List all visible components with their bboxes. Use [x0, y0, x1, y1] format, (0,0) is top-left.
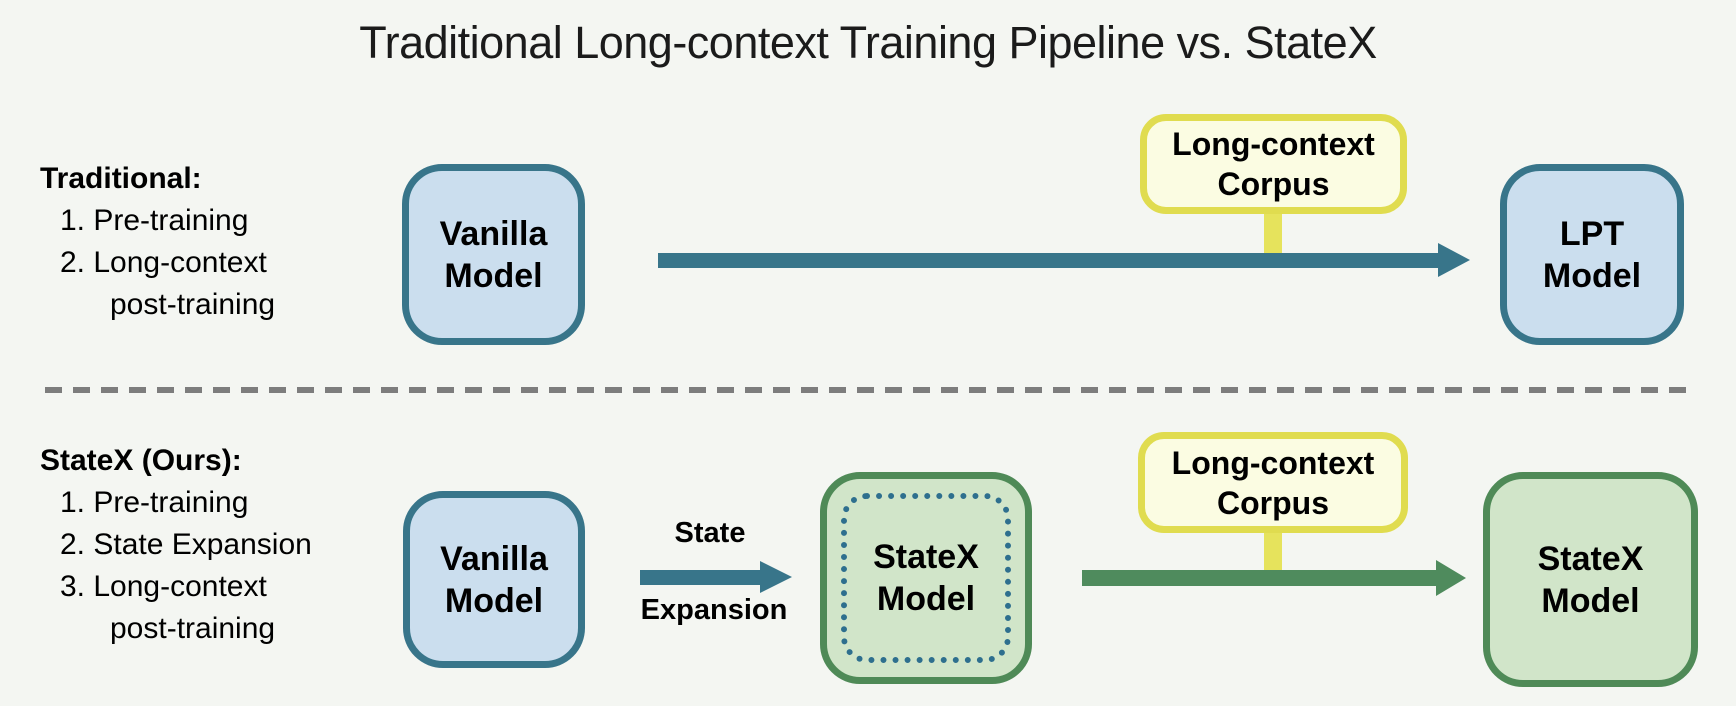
training-arrow-top	[658, 253, 1438, 268]
training-arrow-bottom	[1082, 570, 1436, 586]
statex-step: 2. State Expansion	[60, 528, 312, 561]
long-context-corpus-box-top: Long-context Corpus	[1140, 114, 1407, 214]
traditional-heading: Traditional:	[40, 162, 202, 195]
corpus-label-line: Corpus	[1217, 166, 1330, 202]
state-expansion-arrow-head-icon	[760, 561, 792, 593]
state-expansion-arrow	[640, 570, 760, 585]
traditional-section-label: Traditional: 1. Pre-training 2. Long-con…	[40, 158, 275, 326]
statex-heading: StateX (Ours):	[40, 444, 242, 477]
statex-step: post-training	[110, 612, 276, 645]
long-context-corpus-box-bottom: Long-context Corpus	[1138, 432, 1408, 533]
box-label-line: Model	[876, 580, 976, 618]
box-label-line: Vanilla	[439, 214, 548, 253]
statex-model-box-mid: StateX Model	[820, 472, 1032, 684]
box-label-line: Model	[444, 581, 544, 620]
training-arrow-bottom-head-icon	[1436, 560, 1466, 596]
box-label-line: Model	[1541, 581, 1640, 620]
statex-step: 3. Long-context	[60, 570, 267, 603]
box-label-line: StateX	[873, 538, 979, 576]
state-expansion-label-top: State	[674, 517, 746, 549]
traditional-step: 1. Pre-training	[60, 204, 249, 237]
section-divider	[45, 387, 1697, 393]
corpus-label-line: Long-context	[1172, 126, 1375, 162]
statex-step: 1. Pre-training	[60, 486, 249, 519]
state-expansion-label-bottom: Expansion	[640, 594, 788, 626]
training-arrow-top-head-icon	[1438, 243, 1470, 277]
corpus-connector-top	[1264, 210, 1282, 260]
lpt-model-box: LPT Model	[1500, 164, 1684, 345]
box-label-line: StateX	[1537, 539, 1644, 578]
diagram-title: Traditional Long-context Training Pipeli…	[359, 17, 1377, 68]
box-label-line: Vanilla	[440, 539, 548, 578]
box-label-line: LPT	[1559, 214, 1625, 253]
vanilla-model-box-top: Vanilla Model	[402, 164, 585, 345]
corpus-label-line: Long-context	[1171, 444, 1375, 481]
statex-model-box-final: StateX Model	[1483, 472, 1698, 687]
corpus-label-line: Corpus	[1217, 484, 1329, 521]
box-label-line: Model	[1542, 256, 1642, 295]
box-label-line: Model	[444, 256, 543, 295]
corpus-connector-bottom	[1264, 528, 1282, 578]
statex-section-label: StateX (Ours): 1. Pre-training 2. State …	[40, 440, 312, 650]
vanilla-model-box-bottom: Vanilla Model	[403, 491, 585, 668]
traditional-step: post-training	[110, 288, 276, 321]
traditional-step: 2. Long-context	[60, 246, 267, 279]
